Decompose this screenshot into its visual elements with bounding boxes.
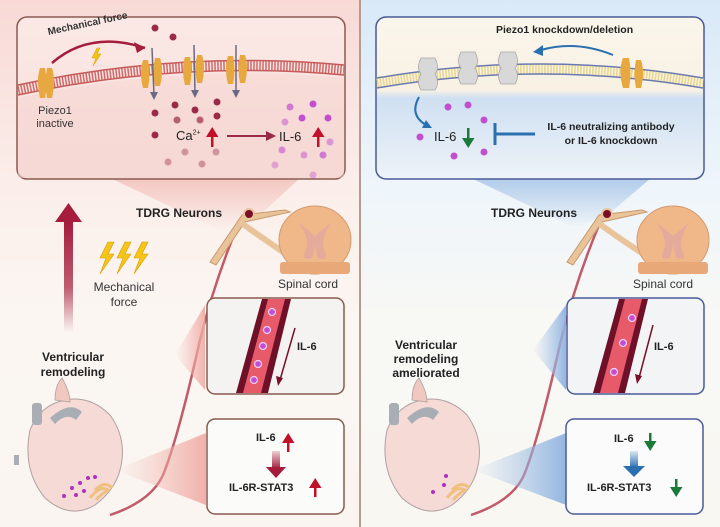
calcium-particles <box>151 24 221 168</box>
right-illustration <box>375 16 710 517</box>
mechanical-force-arrow <box>51 40 146 64</box>
calcium-label: Ca2+ <box>176 128 201 143</box>
il6-down-arrow-small <box>644 433 657 451</box>
il6-to-stat3-arrow <box>623 451 645 477</box>
zoom-cone-top <box>110 178 300 230</box>
piezo1-channel-active <box>226 45 247 98</box>
nerve-fiber <box>470 224 601 517</box>
il6-label-inset: IL-6 <box>279 129 302 144</box>
membrane-inset-box <box>375 16 705 180</box>
stat3-down-arrow <box>670 479 683 497</box>
blood-vessel <box>236 299 291 393</box>
il6-particles <box>416 101 488 160</box>
channel-to-il6-arrow <box>414 96 432 128</box>
lightning-icon <box>91 47 102 67</box>
zoom-cone-vessel <box>175 305 205 390</box>
inhibition-bar <box>493 123 535 145</box>
vessel-il6-label: IL-6 <box>297 341 317 353</box>
spinal-cord <box>278 205 352 275</box>
il6-inhibitor-label: IL-6 neutralizing antibody or IL-6 knock… <box>547 121 675 147</box>
mechanical-force-lightning-icons <box>99 241 149 275</box>
il6-up-arrow-small <box>282 433 295 452</box>
ventricular-remodeling-label: Ventricular remodeling <box>40 350 106 379</box>
ventricular-remodeling-ameliorated-label: Ventricular remodeling ameliorated <box>392 338 460 380</box>
right-panel-intervention: Piezo1 knockdown/deletion IL-6 IL-6 neut… <box>361 0 720 527</box>
tdrg-neurons-label: TDRG Neurons <box>491 206 578 220</box>
il6-up-arrow <box>312 127 325 147</box>
stat3-up-arrow <box>309 478 322 497</box>
zoom-cone-vessel <box>533 305 566 390</box>
il6-down-arrow <box>462 128 475 148</box>
il6-to-stat3-arrow <box>266 451 286 478</box>
spinal-cord-label: Spinal cord <box>278 277 339 291</box>
il6-flow-arrow <box>635 324 654 384</box>
piezo1-channel-active <box>141 47 162 100</box>
piezo1-channel <box>620 58 643 88</box>
piezo1-channel-active <box>183 44 204 98</box>
piezo1-channel-deleted <box>418 51 518 91</box>
vessel-il6-label: IL-6 <box>654 341 674 353</box>
signaling-stat3-label: IL-6R-STAT3 <box>587 482 652 494</box>
knockdown-arrow <box>533 45 614 56</box>
ventricular-remodeling-up-arrow <box>55 203 82 332</box>
calcium-up-arrow <box>206 127 219 147</box>
spinal-cord-label: Spinal cord <box>633 277 694 291</box>
il6-label-inset: IL-6 <box>434 129 457 144</box>
il6-particles <box>271 100 334 179</box>
left-panel-pathology: Mechanical force Piezo1 inactive Ca2+ IL… <box>0 0 360 527</box>
spinal-cord <box>636 205 710 275</box>
panel-divider <box>359 0 361 527</box>
zoom-cone-signaling <box>115 433 206 505</box>
nerve-fiber <box>109 224 240 517</box>
cell-membrane <box>17 61 345 95</box>
zoom-cone-signaling <box>473 433 566 505</box>
il6-flow-arrow <box>276 327 296 386</box>
signaling-il6-label: IL-6 <box>614 433 634 445</box>
left-illustration <box>14 16 352 517</box>
signaling-il6-label: IL-6 <box>256 432 276 444</box>
heart-illustration <box>384 377 480 512</box>
piezo1-knockdown-label: Piezo1 knockdown/deletion <box>496 24 634 36</box>
heart-illustration <box>14 377 123 512</box>
tdrg-neurons-label: TDRG Neurons <box>136 206 223 220</box>
piezo1-inactive-label: Piezo1 inactive <box>36 105 74 130</box>
mechanical-force-label: Mechanical force <box>93 280 155 309</box>
signaling-stat3-label: IL-6R-STAT3 <box>229 482 294 494</box>
piezo1-channel-inactive <box>38 68 54 98</box>
zoom-cone-top <box>471 178 651 228</box>
ca-to-il6-arrow <box>227 131 276 141</box>
blood-vessel <box>593 299 648 393</box>
